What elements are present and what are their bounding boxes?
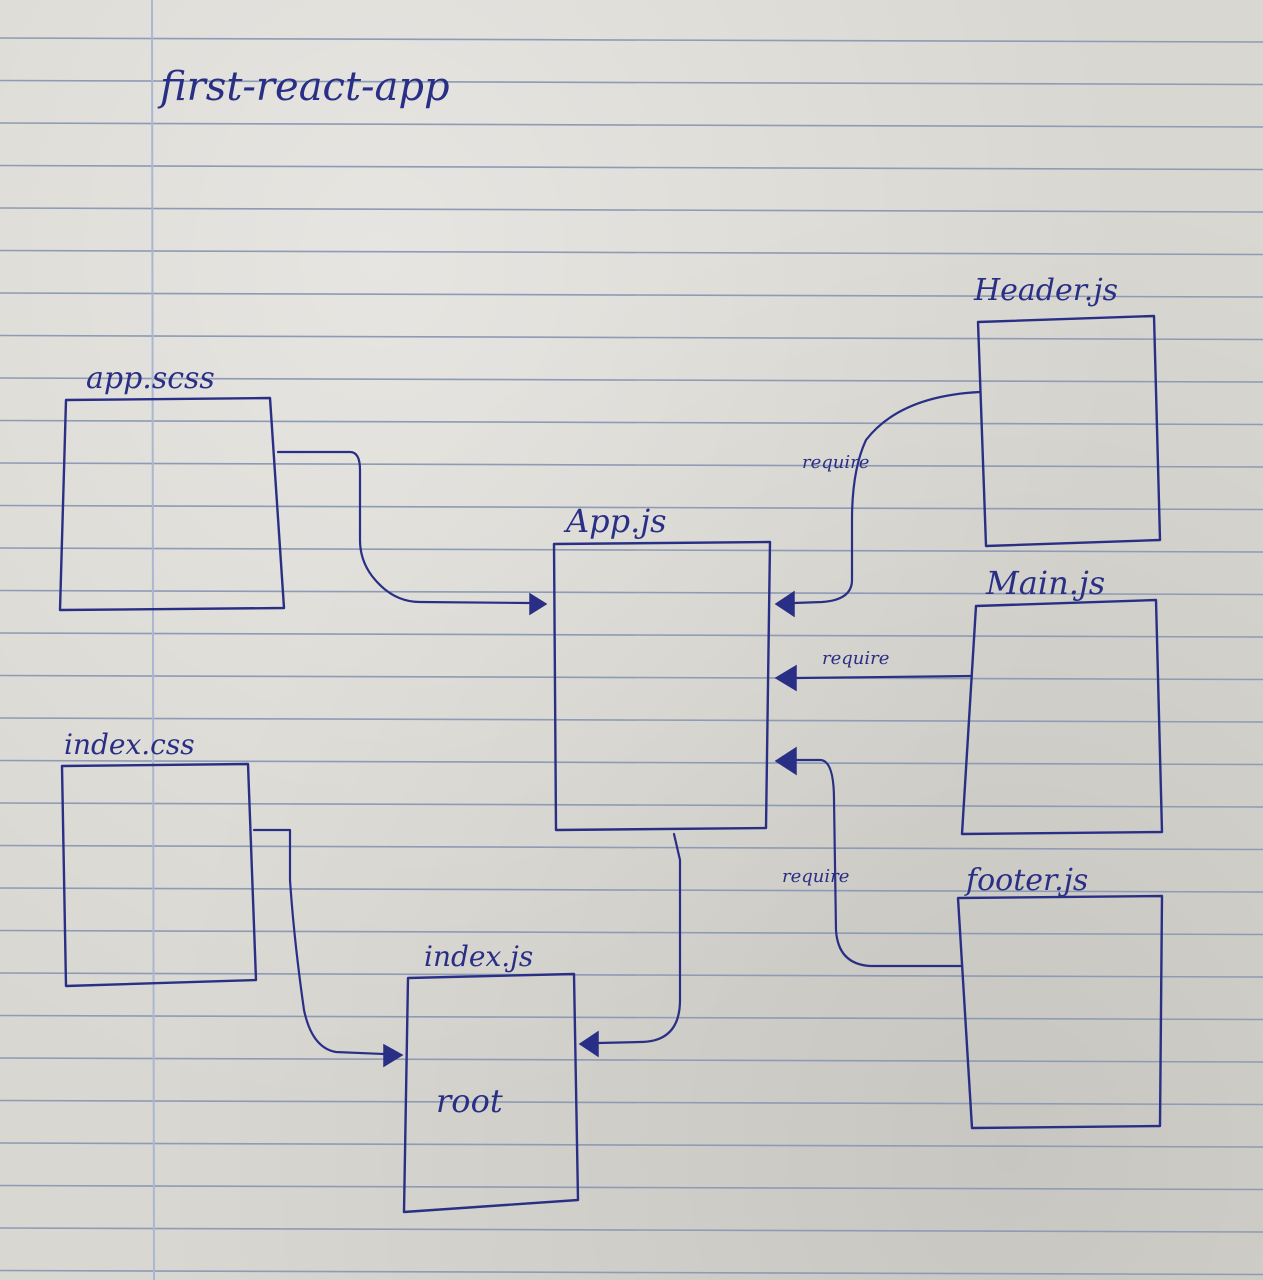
diagram-title: first-react-app	[157, 64, 450, 110]
node-box-header-js	[976, 314, 1162, 548]
edge-header-js-to-app-js	[792, 390, 982, 605]
ruled-line	[0, 1184, 1263, 1191]
ruled-line	[0, 1142, 1263, 1148]
edge-index-css-to-index-js	[252, 828, 386, 1056]
ruled-line	[0, 759, 1263, 766]
edge-arrowhead	[578, 1030, 599, 1058]
ruled-line	[0, 1099, 1263, 1106]
ruled-line	[0, 334, 1263, 341]
edge-app-scss-to-app-js	[276, 450, 532, 605]
edge-main-js-to-app-js	[794, 674, 974, 680]
ruled-line	[0, 292, 1263, 298]
ruled-line	[0, 207, 1263, 213]
ruled-line	[0, 1057, 1263, 1063]
node-label-footer-js: footer.js	[964, 863, 1088, 898]
ruled-line	[0, 887, 1263, 893]
edge-label-require: require	[782, 866, 849, 887]
node-label-main-js: Main.js	[985, 564, 1105, 602]
ruled-line	[0, 164, 1263, 171]
edge-arrowhead	[774, 590, 795, 618]
node-box-footer-js	[956, 894, 1164, 1130]
node-box-index-css	[60, 762, 258, 988]
ruled-line	[0, 377, 1263, 383]
ruled-lines	[0, 37, 1263, 1276]
node-inner-text-root: root	[436, 1082, 503, 1120]
ruled-line	[0, 844, 1263, 851]
ruled-line	[0, 717, 1263, 723]
ruled-line	[0, 929, 1263, 936]
ruled-line	[0, 632, 1263, 638]
edge-app-js-to-index-js	[596, 832, 682, 1045]
edge-footer-js-to-app-js	[794, 758, 964, 968]
ruled-line	[0, 419, 1263, 426]
node-box-main-js	[960, 598, 1164, 836]
node-box-index-js	[402, 972, 580, 1214]
ruled-line	[0, 122, 1263, 128]
node-label-app-js: App.js	[563, 502, 667, 540]
ruled-line	[0, 1227, 1263, 1233]
node-label-header-js: Header.js	[973, 273, 1118, 308]
node-box-app-scss	[58, 396, 286, 612]
node-label-index-js: index.js	[424, 940, 533, 973]
edge-label-require: require	[822, 648, 889, 669]
margin-line	[151, 0, 155, 1280]
node-label-app-scss: app.scss	[86, 361, 215, 396]
edge-arrowhead	[529, 592, 548, 616]
node-box-app-js	[552, 540, 772, 832]
ruled-line	[0, 1014, 1263, 1021]
ruled-line	[0, 1269, 1263, 1276]
ruled-line	[0, 547, 1263, 553]
ruled-line	[0, 79, 1263, 86]
ruled-line	[0, 972, 1263, 978]
edge-arrowhead	[774, 664, 797, 692]
ruled-line	[0, 462, 1263, 468]
ruled-line	[0, 504, 1263, 511]
node-label-index-css: index.css	[64, 728, 195, 761]
edge-arrowhead	[383, 1043, 404, 1068]
ruled-line	[0, 674, 1263, 681]
edge-label-require: require	[802, 452, 869, 473]
ruled-line	[0, 37, 1263, 43]
ruled-line	[0, 802, 1263, 808]
ruled-line	[0, 249, 1263, 256]
edge-arrowhead	[774, 746, 797, 776]
ruled-line	[0, 589, 1263, 596]
